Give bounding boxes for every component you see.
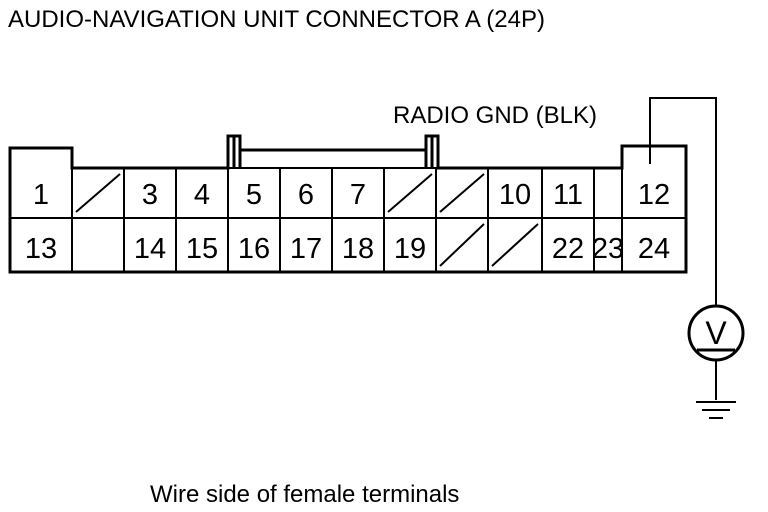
terminal-cell [621, 217, 687, 273]
terminal-number: 22 [552, 233, 584, 265]
voltmeter-icon: V [687, 304, 745, 362]
terminal-number: 10 [499, 179, 531, 211]
terminal-cell [593, 167, 623, 219]
terminal-number: 5 [246, 179, 262, 211]
locking-tab [232, 136, 434, 168]
caption: Wire side of female terminals [150, 481, 459, 508]
diagram-title: AUDIO-NAVIGATION UNIT CONNECTOR A (24P) [8, 6, 545, 33]
terminal-number: 16 [238, 233, 270, 265]
terminal-number: 6 [298, 179, 314, 211]
unused-terminal-slash [491, 223, 539, 267]
voltmeter-symbol: V [705, 315, 727, 351]
terminal-number: 17 [290, 233, 322, 265]
unused-terminal-slash [439, 223, 485, 267]
unused-terminal-slash [387, 173, 433, 213]
ground-icon [696, 401, 736, 419]
terminal-number: 14 [134, 233, 166, 265]
terminal-number: 11 [553, 179, 583, 211]
probe-wire [649, 97, 717, 400]
terminal-number: 3 [142, 179, 158, 211]
terminal-number: 7 [350, 179, 366, 211]
terminal-number: 1 [33, 179, 49, 211]
terminal-number: 19 [394, 233, 426, 265]
unused-terminal-slash [75, 173, 121, 213]
terminal-number: 4 [194, 179, 210, 211]
terminal-number: 12 [638, 179, 670, 211]
terminal-cell [71, 217, 125, 273]
terminal-number: 13 [25, 233, 57, 265]
probe-label: RADIO GND (BLK) [393, 102, 597, 129]
unused-terminal-slash [439, 173, 485, 213]
terminal-number: 24 [638, 233, 670, 265]
terminal-number: 15 [186, 233, 218, 265]
terminal-number: 18 [342, 233, 374, 265]
terminal-number: 23 [592, 233, 624, 265]
